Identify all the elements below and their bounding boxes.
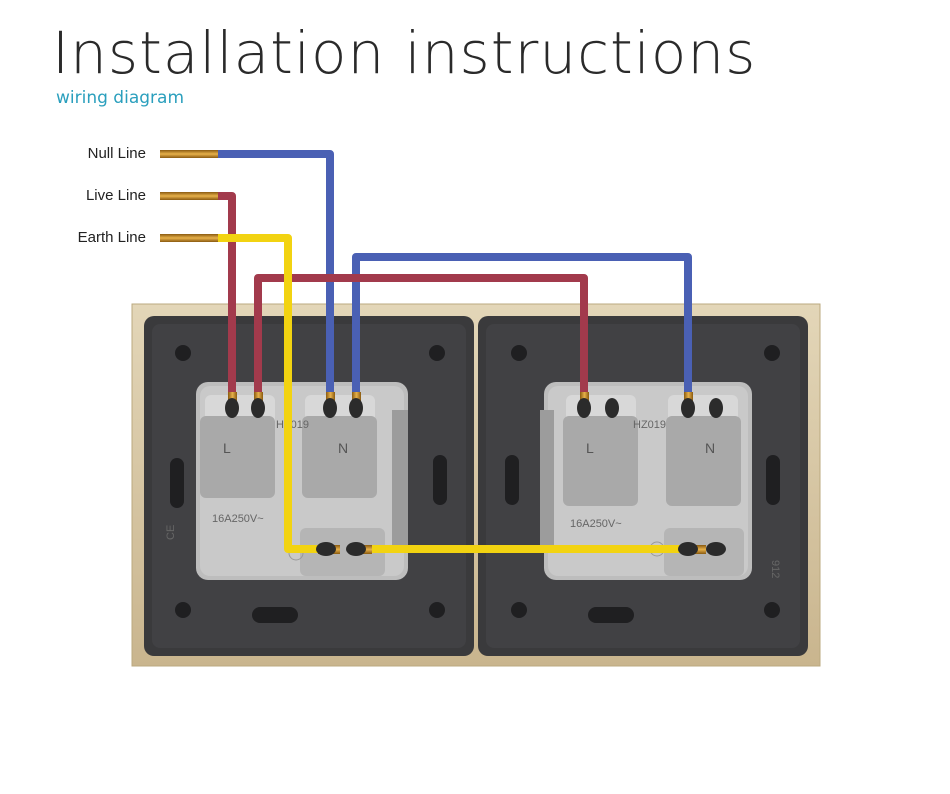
page-title: Installation instructions [52,19,757,87]
right-socket-live-terminal [563,416,638,506]
right-socket-live-label: L [586,440,594,456]
terminal-screws [225,398,726,556]
wire-label-earth: Earth Line [77,229,146,246]
left-socket-neutral-terminal [302,416,377,498]
earth-wire-main [218,234,322,553]
left-socket-live-terminal [200,416,275,498]
wire-label-live: Live Line [85,187,146,204]
right-socket-neutral-label: N [705,440,715,456]
left-socket-neutral-label: N [338,440,348,456]
right-socket-neutral-terminal [666,416,741,506]
live-wire-main [218,192,236,398]
right-socket: L N HZ019 16A250V~ [540,382,752,580]
null-wire-link [352,253,692,398]
left-socket: L N HZ019 16A250V~ [196,382,408,580]
left-socket-rating: 16A250V~ [212,513,264,525]
null-wire-main [218,150,334,398]
wire-label-null: Null Line [87,145,146,162]
live-wire-link [254,274,588,398]
mounting-holes [170,345,780,623]
page-subtitle: wiring diagram [56,88,184,108]
left-socket-earth-terminal [300,528,385,576]
side-code: 912 [769,560,781,578]
wire-ends [160,150,218,242]
left-socket-model: HZ019 [276,419,309,431]
right-socket-rating: 16A250V~ [570,518,622,530]
ce-mark: CE [165,525,177,540]
right-socket-model: HZ019 [633,419,666,431]
left-socket-live-label: L [223,440,231,456]
